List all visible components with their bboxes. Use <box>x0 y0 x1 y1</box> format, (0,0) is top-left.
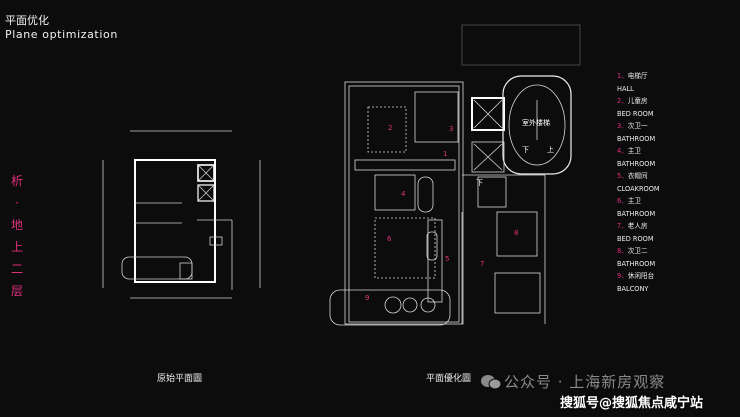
marker-5: 5 <box>445 255 449 263</box>
original-floor-plan <box>102 130 261 299</box>
marker-2: 2 <box>388 124 392 132</box>
title-cn: 平面优化 <box>5 14 49 27</box>
marker-6: 6 <box>387 235 392 243</box>
floor-label: 析 · 地 上 二 层 <box>9 170 25 302</box>
stair-down-label-2: 下 <box>476 179 483 187</box>
floor-label-char: · <box>15 196 19 210</box>
marker-3: 3 <box>449 125 453 133</box>
title-en: Plane optimization <box>5 28 118 41</box>
stair-down-label: 下 <box>522 146 529 154</box>
marker-8: 8 <box>514 229 518 237</box>
floor-label-char: 地 <box>10 218 23 232</box>
floor-label-char: 析 <box>10 174 23 188</box>
page-title: 平面优化 Plane optimization <box>5 14 118 42</box>
floor-label-char: 上 <box>10 240 23 254</box>
wechat-icon <box>481 375 502 390</box>
floor-label-char: 层 <box>10 284 23 298</box>
optimized-plan-caption: 平面優化圖 <box>426 374 472 384</box>
marker-9: 9 <box>365 294 369 302</box>
marker-7: 7 <box>480 260 484 268</box>
stair-up-label: 上 <box>547 145 554 154</box>
original-plan-caption: 原始平面圖 <box>157 374 203 384</box>
sohu-watermark: 搜狐号@搜狐焦点咸宁站 <box>560 396 704 411</box>
optimized-floor-plan <box>329 24 581 326</box>
marker-4: 4 <box>401 190 406 198</box>
outdoor-stair-label: 室外楼梯 <box>522 118 550 127</box>
wechat-watermark: 公众号 · 上海新房观察 <box>504 373 666 391</box>
marker-1: 1 <box>443 150 447 158</box>
floor-label-char: 二 <box>10 262 23 276</box>
